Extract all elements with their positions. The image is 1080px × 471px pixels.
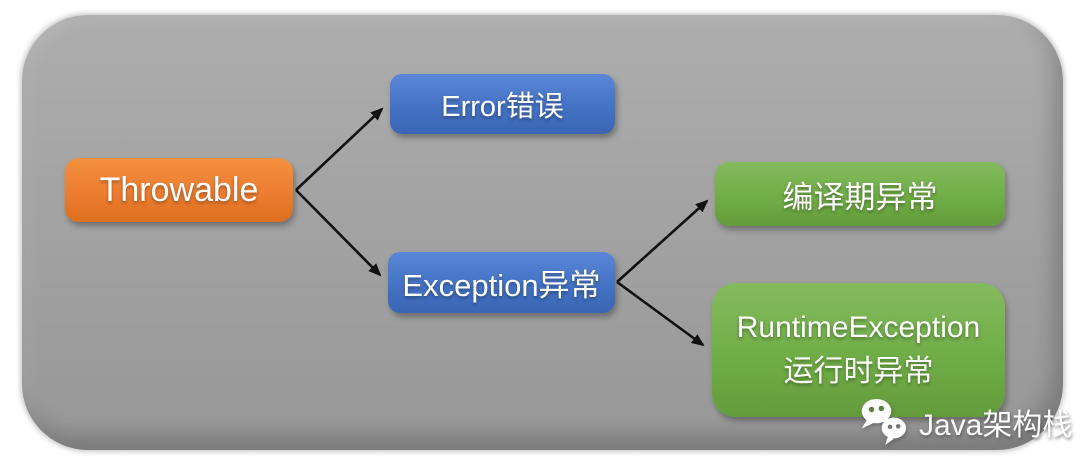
watermark-label: Java架构栈: [919, 409, 1073, 442]
node-exception-label: Exception异常: [402, 268, 601, 303]
node-runtime-exception-label-line1: RuntimeException: [736, 311, 981, 344]
node-runtime-exception: RuntimeException 运行时异常: [712, 283, 1005, 417]
node-error-label: Error错误: [441, 91, 564, 123]
node-compile-time-exception-label: 编译期异常: [782, 179, 938, 215]
node-throwable: Throwable: [65, 158, 293, 222]
node-compile-time-exception: 编译期异常: [715, 162, 1005, 226]
node-throwable-label: Throwable: [99, 170, 259, 209]
wechat-icon: [861, 398, 907, 445]
node-error: Error错误: [390, 74, 615, 134]
node-runtime-exception-label-line2: 运行时异常: [783, 355, 934, 388]
watermark: Java架构栈: [856, 396, 1072, 448]
node-exception: Exception异常: [388, 252, 615, 313]
